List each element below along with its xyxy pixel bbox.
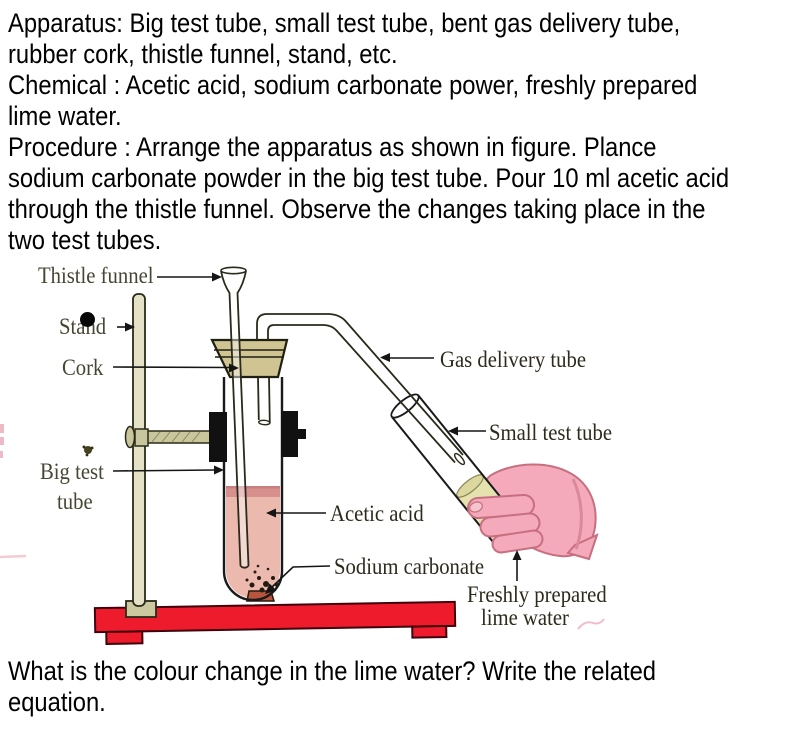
big-test-tube [222,377,284,602]
arrow-cork [112,363,239,373]
question-text: What is the colour change in the lime wa… [8,656,744,718]
arrow-gas-delivery-tube [380,353,434,362]
intro-line: Chemical : Acetic acid, sodium carbonate… [8,70,698,100]
question-line: What is the colour change in the lime wa… [8,656,657,686]
thistle-funnel [220,266,250,569]
label-thistle-funnel: Thistle funnel [38,263,154,288]
label-arrows [112,272,522,594]
intro-line: Apparatus: Big test tube, small test tub… [8,8,681,38]
intro-text: Apparatus: Big test tube, small test tub… [8,8,800,256]
label-big-test-tube: Big test [40,459,104,484]
ink-dot-artifact [80,312,95,327]
arrow-stand [117,322,135,332]
intro-line: through the thistle funnel. Observe the … [8,194,706,224]
label-big-test-tube-2: tube [57,489,93,514]
label-lime-water: Freshly prepared [467,582,607,607]
arrow-small-test-tube [448,426,486,436]
intro-line: Procedure : Arrange the apparatus as sho… [8,132,657,162]
arrow-lime-water [512,550,522,581]
intro-line: two test tubes. [8,225,162,255]
clamp [124,411,306,462]
label-gas-delivery-tube: Gas delivery tube [440,347,587,372]
label-sodium-carbonate: Sodium carbonate [334,554,485,579]
arrow-sodium-carbonate [265,565,331,594]
stand-base [93,600,457,645]
cork [210,338,289,379]
acetic-acid-liquid [226,486,280,598]
speck-artifact [82,445,94,457]
arrow-big-test-tube [112,465,224,475]
label-cork: Cork [62,355,104,380]
scan-artifacts [0,424,605,630]
intro-line: sodium carbonate powder in the big test … [8,163,730,193]
arrow-thistle-funnel [157,272,222,282]
hand-fingers [467,494,544,554]
sodium-carbonate-powder [245,564,279,602]
intro-line: rubber cork, thistle funnel, stand, etc. [8,39,398,69]
intro-line: lime water. [8,101,122,131]
gas-delivery-tube [256,313,466,466]
stand-rod [125,293,157,618]
label-acetic-acid: Acetic acid [330,501,424,526]
label-lime-water-2: lime water [481,605,569,630]
arrow-acetic-acid [266,508,326,518]
label-small-test-tube: Small test tube [489,420,613,445]
question-line: equation. [8,687,106,717]
